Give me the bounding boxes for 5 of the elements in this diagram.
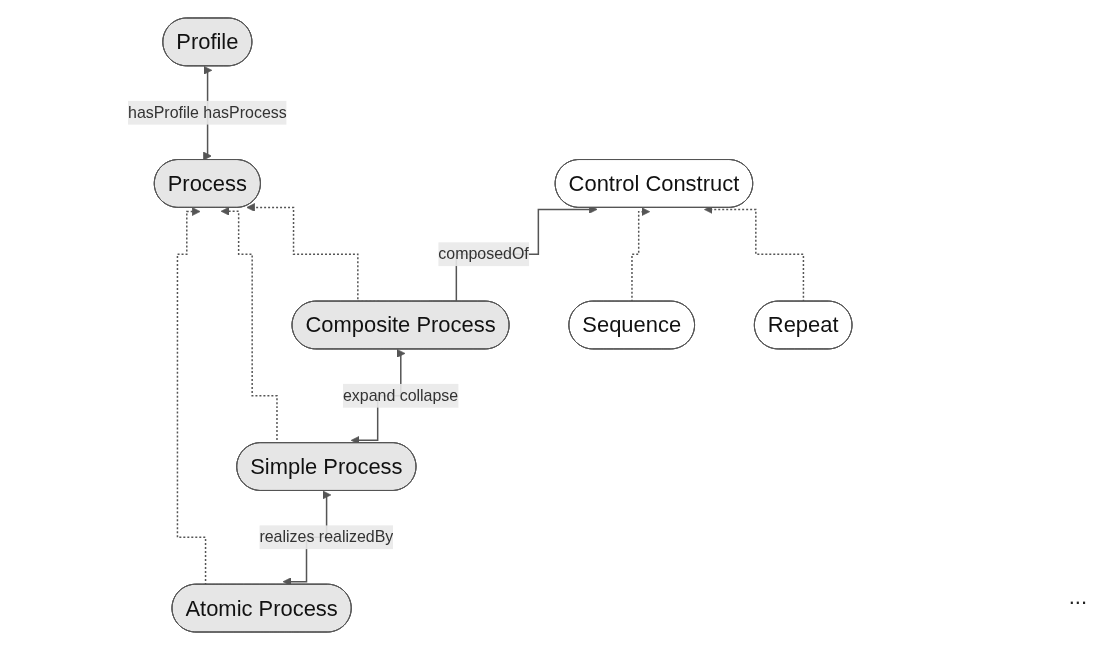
edge-label: realizes realizedBy (259, 528, 394, 546)
edge-label: expand collapse (342, 386, 459, 404)
edge-label: composedOf (438, 245, 529, 263)
ellipsis-label: ... (1068, 584, 1087, 610)
edge-label: hasProfile hasProcess (128, 103, 287, 121)
